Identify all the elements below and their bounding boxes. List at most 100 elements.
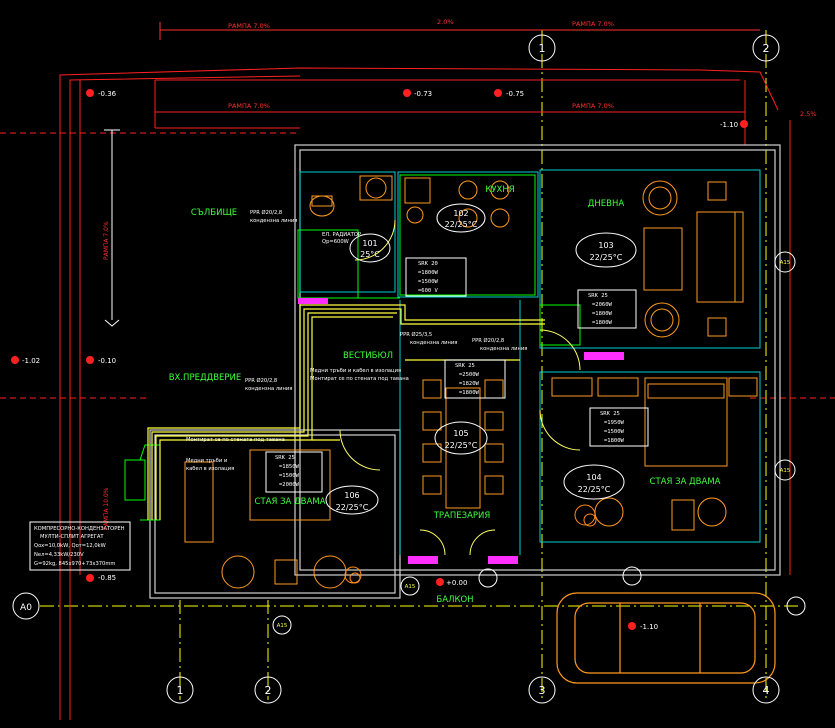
- outdoor-unit-line: Qox=10,0kW, Qот=12,0kW: [34, 543, 106, 549]
- axis-labels: 1 2 1 2 3 4 A0: [20, 42, 769, 697]
- pipe-label: кондензна линия: [250, 218, 297, 224]
- room-temp: 25°C: [360, 250, 380, 259]
- door-mark-highlights: [298, 298, 624, 564]
- ramp-label: РАМПА 7.0%: [103, 221, 110, 260]
- room-number-labels: 101 25°C 102 22/25°C 103 22/25°C 104 22/…: [336, 209, 623, 512]
- door-swings: [339, 219, 581, 556]
- room-name: СЪЛБИЩЕ: [191, 208, 237, 218]
- axis-lines: [40, 30, 800, 700]
- outdoor-unit-line: МУЛТИ-СПЛИТ АГРЕГАТ: [40, 534, 104, 540]
- window-tag-labels: A15 A15 A15 A15: [277, 260, 791, 629]
- level-label: -1.10: [640, 623, 658, 631]
- pipe-note: Монтират се по стената под тавана: [310, 376, 409, 382]
- plant-icons: [344, 504, 597, 584]
- axis-bubbles: [12, 34, 806, 704]
- slope-label: РАМПА 7.0%: [228, 102, 270, 110]
- srk-line: =1500W: [418, 279, 439, 285]
- level-label: -0.73: [414, 90, 432, 98]
- srk-line: =1850W: [279, 464, 300, 470]
- room-temp: 22/25°C: [578, 485, 611, 494]
- window-tag: A15: [277, 623, 288, 629]
- ramp-label: РАМПА 10.0%: [103, 487, 110, 530]
- slope-label: РАМПА 7.0%: [572, 102, 614, 110]
- srk-line: =2060W: [592, 302, 613, 308]
- axis-label: 1: [177, 684, 184, 697]
- outdoor-unit-text: КОМПРЕСОРНО-КОНДЕНЗАТОРЕН МУЛТИ-СПЛИТ АГ…: [34, 526, 125, 567]
- axis-label: 3: [539, 684, 546, 697]
- level-label: -0.75: [506, 90, 524, 98]
- furniture: [184, 175, 758, 589]
- srk-line: =1950W: [604, 420, 625, 426]
- room-tags: [325, 203, 637, 515]
- srk-line: =2000W: [279, 482, 300, 488]
- pipe-note: Монтират се по стената под тавана: [186, 437, 285, 443]
- car-icon: [556, 592, 776, 684]
- inner-walls: [299, 169, 761, 555]
- srk-line: =600 V: [418, 288, 439, 294]
- srk-line: =1500W: [279, 473, 300, 479]
- slope-label: 2.0%: [437, 18, 454, 26]
- room-temp: 22/25°C: [590, 253, 623, 262]
- window-tag-circles: [272, 251, 796, 635]
- vertical-ramp-labels: РАМПА 7.0% РАМПА 10.0%: [103, 221, 110, 530]
- room-name: КУХНЯ: [485, 185, 514, 195]
- srk-line: =1800W: [418, 270, 439, 276]
- srk-line: =1800W: [604, 438, 625, 444]
- pipe-annotation-labels: PPR Ø20/2,8 кондензна линия ЕЛ. РАДИАТОР…: [186, 209, 527, 472]
- outdoor-unit-line: Nел=4,33kW/230V: [34, 552, 84, 558]
- pipe-note: Медни тръби и кабел в изолация: [310, 368, 401, 374]
- pipe-routes: [147, 304, 545, 520]
- room-temp: 22/25°C: [445, 441, 478, 450]
- level-label: -0.36: [98, 90, 117, 98]
- axis-label: A0: [20, 603, 32, 613]
- level-labels: -0.36 -0.73 -0.75 -1.10 -1.02 -0.10 +0.0…: [22, 90, 738, 631]
- pipe-label: кондензна линия: [480, 346, 527, 352]
- room-name: ВХ.ПРЕДДВЕРИЕ: [169, 373, 242, 383]
- room-name: ВЕСТИБЮЛ: [343, 351, 393, 361]
- outdoor-unit-box: [29, 521, 131, 571]
- room-name-labels: СЪЛБИЩЕ КУХНЯ ДНЕВНА ВЕСТИБЮЛ ВХ.ПРЕДДВЕ…: [169, 185, 721, 605]
- srk-line: =1800W: [459, 390, 480, 396]
- level-label: -1.10: [720, 121, 738, 129]
- srk-title: SRK 25: [600, 411, 620, 417]
- room-number: 106: [344, 491, 359, 500]
- slope-label: РАМПА 7.0%: [228, 22, 270, 30]
- room-number: 101: [362, 239, 377, 248]
- pipe-label: PPR Ø20/2,8: [250, 209, 282, 216]
- room-name: СТАЯ ЗА ДВАМА: [255, 497, 326, 507]
- room-name: СТАЯ ЗА ДВАМА: [650, 477, 721, 487]
- window-tag: A15: [780, 468, 791, 474]
- axis-label: 2: [763, 42, 770, 55]
- level-markers: [11, 89, 748, 630]
- srk-unit-labels: SRK 20 =1800W =1500W =600 V SRK 25 =2060…: [275, 261, 625, 488]
- pipe-label: кондензна линия: [410, 340, 457, 346]
- level-label: -0.85: [98, 574, 116, 582]
- slope-labels: РАМПА 7.0% 2.0% РАМПА 7.0% РАМПА 7.0% РА…: [228, 18, 817, 118]
- srk-line: =1800W: [592, 311, 613, 317]
- pipe-label: PPR Ø25/3,5: [400, 331, 432, 338]
- axis-label: 1: [539, 42, 546, 55]
- site-boundary: [0, 67, 835, 720]
- pipe-label: PPR Ø20/2,8: [245, 377, 277, 384]
- srk-line: =1800W: [592, 320, 613, 326]
- slope-label: РАМПА 7.0%: [572, 20, 614, 28]
- srk-line: =1820W: [459, 381, 480, 387]
- room-temp: 22/25°C: [445, 220, 478, 229]
- pipe-note: кабел в изолация: [186, 466, 234, 472]
- pipe-label: ЕЛ. РАДИАТОР: [322, 232, 361, 238]
- pipe-note: Медни тръби и: [186, 458, 227, 464]
- srk-boxes: [265, 257, 649, 493]
- room-number: 103: [598, 241, 613, 250]
- srk-line: =2500W: [459, 372, 480, 378]
- srk-title: SRK 20: [418, 261, 438, 267]
- ramp-arrow: [104, 129, 120, 327]
- room-name: ДНЕВНА: [588, 199, 625, 209]
- top-dimension: [159, 22, 760, 40]
- srk-line: =1500W: [604, 429, 625, 435]
- srk-title: SRK 25: [455, 363, 475, 369]
- axis-label: 4: [763, 684, 770, 697]
- outdoor-unit-line: G=92kg, 845x970+73x370mm: [34, 561, 115, 567]
- axis-label: 2: [265, 684, 272, 697]
- level-label: -0.10: [98, 357, 116, 365]
